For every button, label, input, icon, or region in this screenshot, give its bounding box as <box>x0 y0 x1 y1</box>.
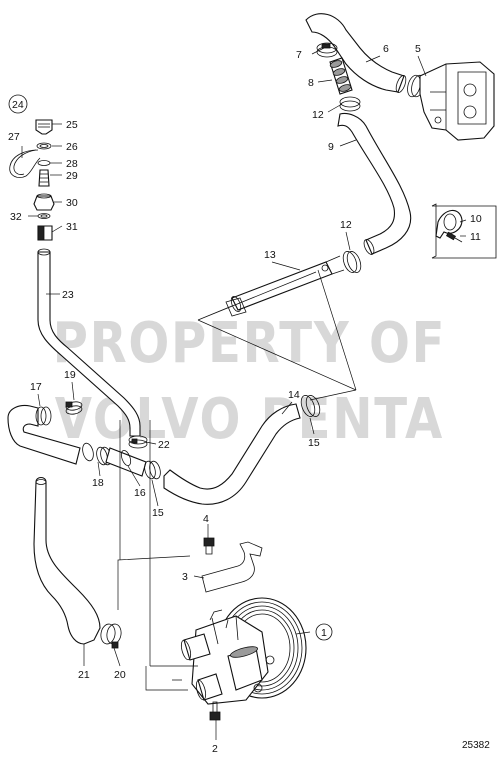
hose-clamp-15-lower <box>144 460 161 480</box>
hose-clamp-19 <box>65 401 83 415</box>
callout-18: 18 <box>92 477 104 489</box>
hose-clamp-22 <box>128 435 148 449</box>
bracket-3 <box>201 541 263 593</box>
callout-leaders <box>21 47 467 740</box>
drawing-number: 25382 <box>462 740 490 751</box>
thermostat-housing <box>419 61 495 141</box>
callout-32: 32 <box>10 211 22 223</box>
callout-27: 27 <box>8 131 20 143</box>
callout-5: 5 <box>415 43 421 55</box>
callout-22: 22 <box>158 439 170 451</box>
clamp-detail-box <box>431 203 497 259</box>
callout-16: 16 <box>134 487 146 499</box>
callout-29: 29 <box>66 170 78 182</box>
hose-clamp-7 <box>316 42 338 58</box>
callout-6: 6 <box>383 43 389 55</box>
hose-17 <box>7 404 81 465</box>
callout-20: 20 <box>114 669 126 681</box>
upper-hose-assembly <box>305 13 425 98</box>
filler-cap-assembly <box>8 94 55 241</box>
callout-labels: 7 6 5 8 12 9 10 11 12 13 14 15 24 25 27 … <box>8 43 482 755</box>
callout-11: 11 <box>470 231 481 243</box>
callout-23: 23 <box>62 289 74 301</box>
callout-26: 26 <box>66 141 78 153</box>
callout-14: 14 <box>288 389 300 401</box>
hose-9 <box>337 112 412 255</box>
callout-12-upper: 12 <box>312 109 324 121</box>
callout-10: 10 <box>470 213 482 225</box>
callout-19: 19 <box>64 369 76 381</box>
callout-21: 21 <box>78 669 90 681</box>
pipe-13 <box>225 255 345 317</box>
hose-21 <box>33 476 101 645</box>
callout-8: 8 <box>308 77 314 89</box>
hose-clamp-12-upper <box>339 96 361 112</box>
callout-30: 30 <box>66 197 78 209</box>
callout-25: 25 <box>66 119 78 131</box>
callout-7: 7 <box>296 49 302 61</box>
callout-1: 1 <box>321 627 327 639</box>
callout-15-upper: 15 <box>308 437 320 449</box>
callout-17: 17 <box>30 381 42 393</box>
pump-leader-lines <box>117 420 198 691</box>
callout-12-lower: 12 <box>340 219 352 231</box>
callout-2: 2 <box>212 743 218 755</box>
callout-3: 3 <box>182 571 188 583</box>
hose-clamp-15-upper <box>300 395 321 417</box>
bolt-2 <box>209 701 221 721</box>
hose-14 <box>163 403 301 505</box>
watermark-line-1: PROPERTY OF <box>53 312 447 376</box>
callout-28: 28 <box>66 158 78 170</box>
pipe-16 <box>105 447 147 477</box>
group-leader-lines <box>197 269 357 401</box>
callout-24: 24 <box>12 99 24 111</box>
hose-clamp-20 <box>100 623 122 649</box>
callout-4: 4 <box>203 513 209 525</box>
circulation-pump <box>180 597 307 705</box>
callout-1-circle <box>315 623 333 641</box>
callout-13: 13 <box>264 249 276 261</box>
connector-pipe-8 <box>329 57 353 95</box>
bolt-4 <box>203 537 215 555</box>
hose-clamp-12-lower <box>342 251 362 273</box>
callout-9: 9 <box>328 141 334 153</box>
callout-31: 31 <box>66 221 78 233</box>
callout-15-lower: 15 <box>152 507 164 519</box>
